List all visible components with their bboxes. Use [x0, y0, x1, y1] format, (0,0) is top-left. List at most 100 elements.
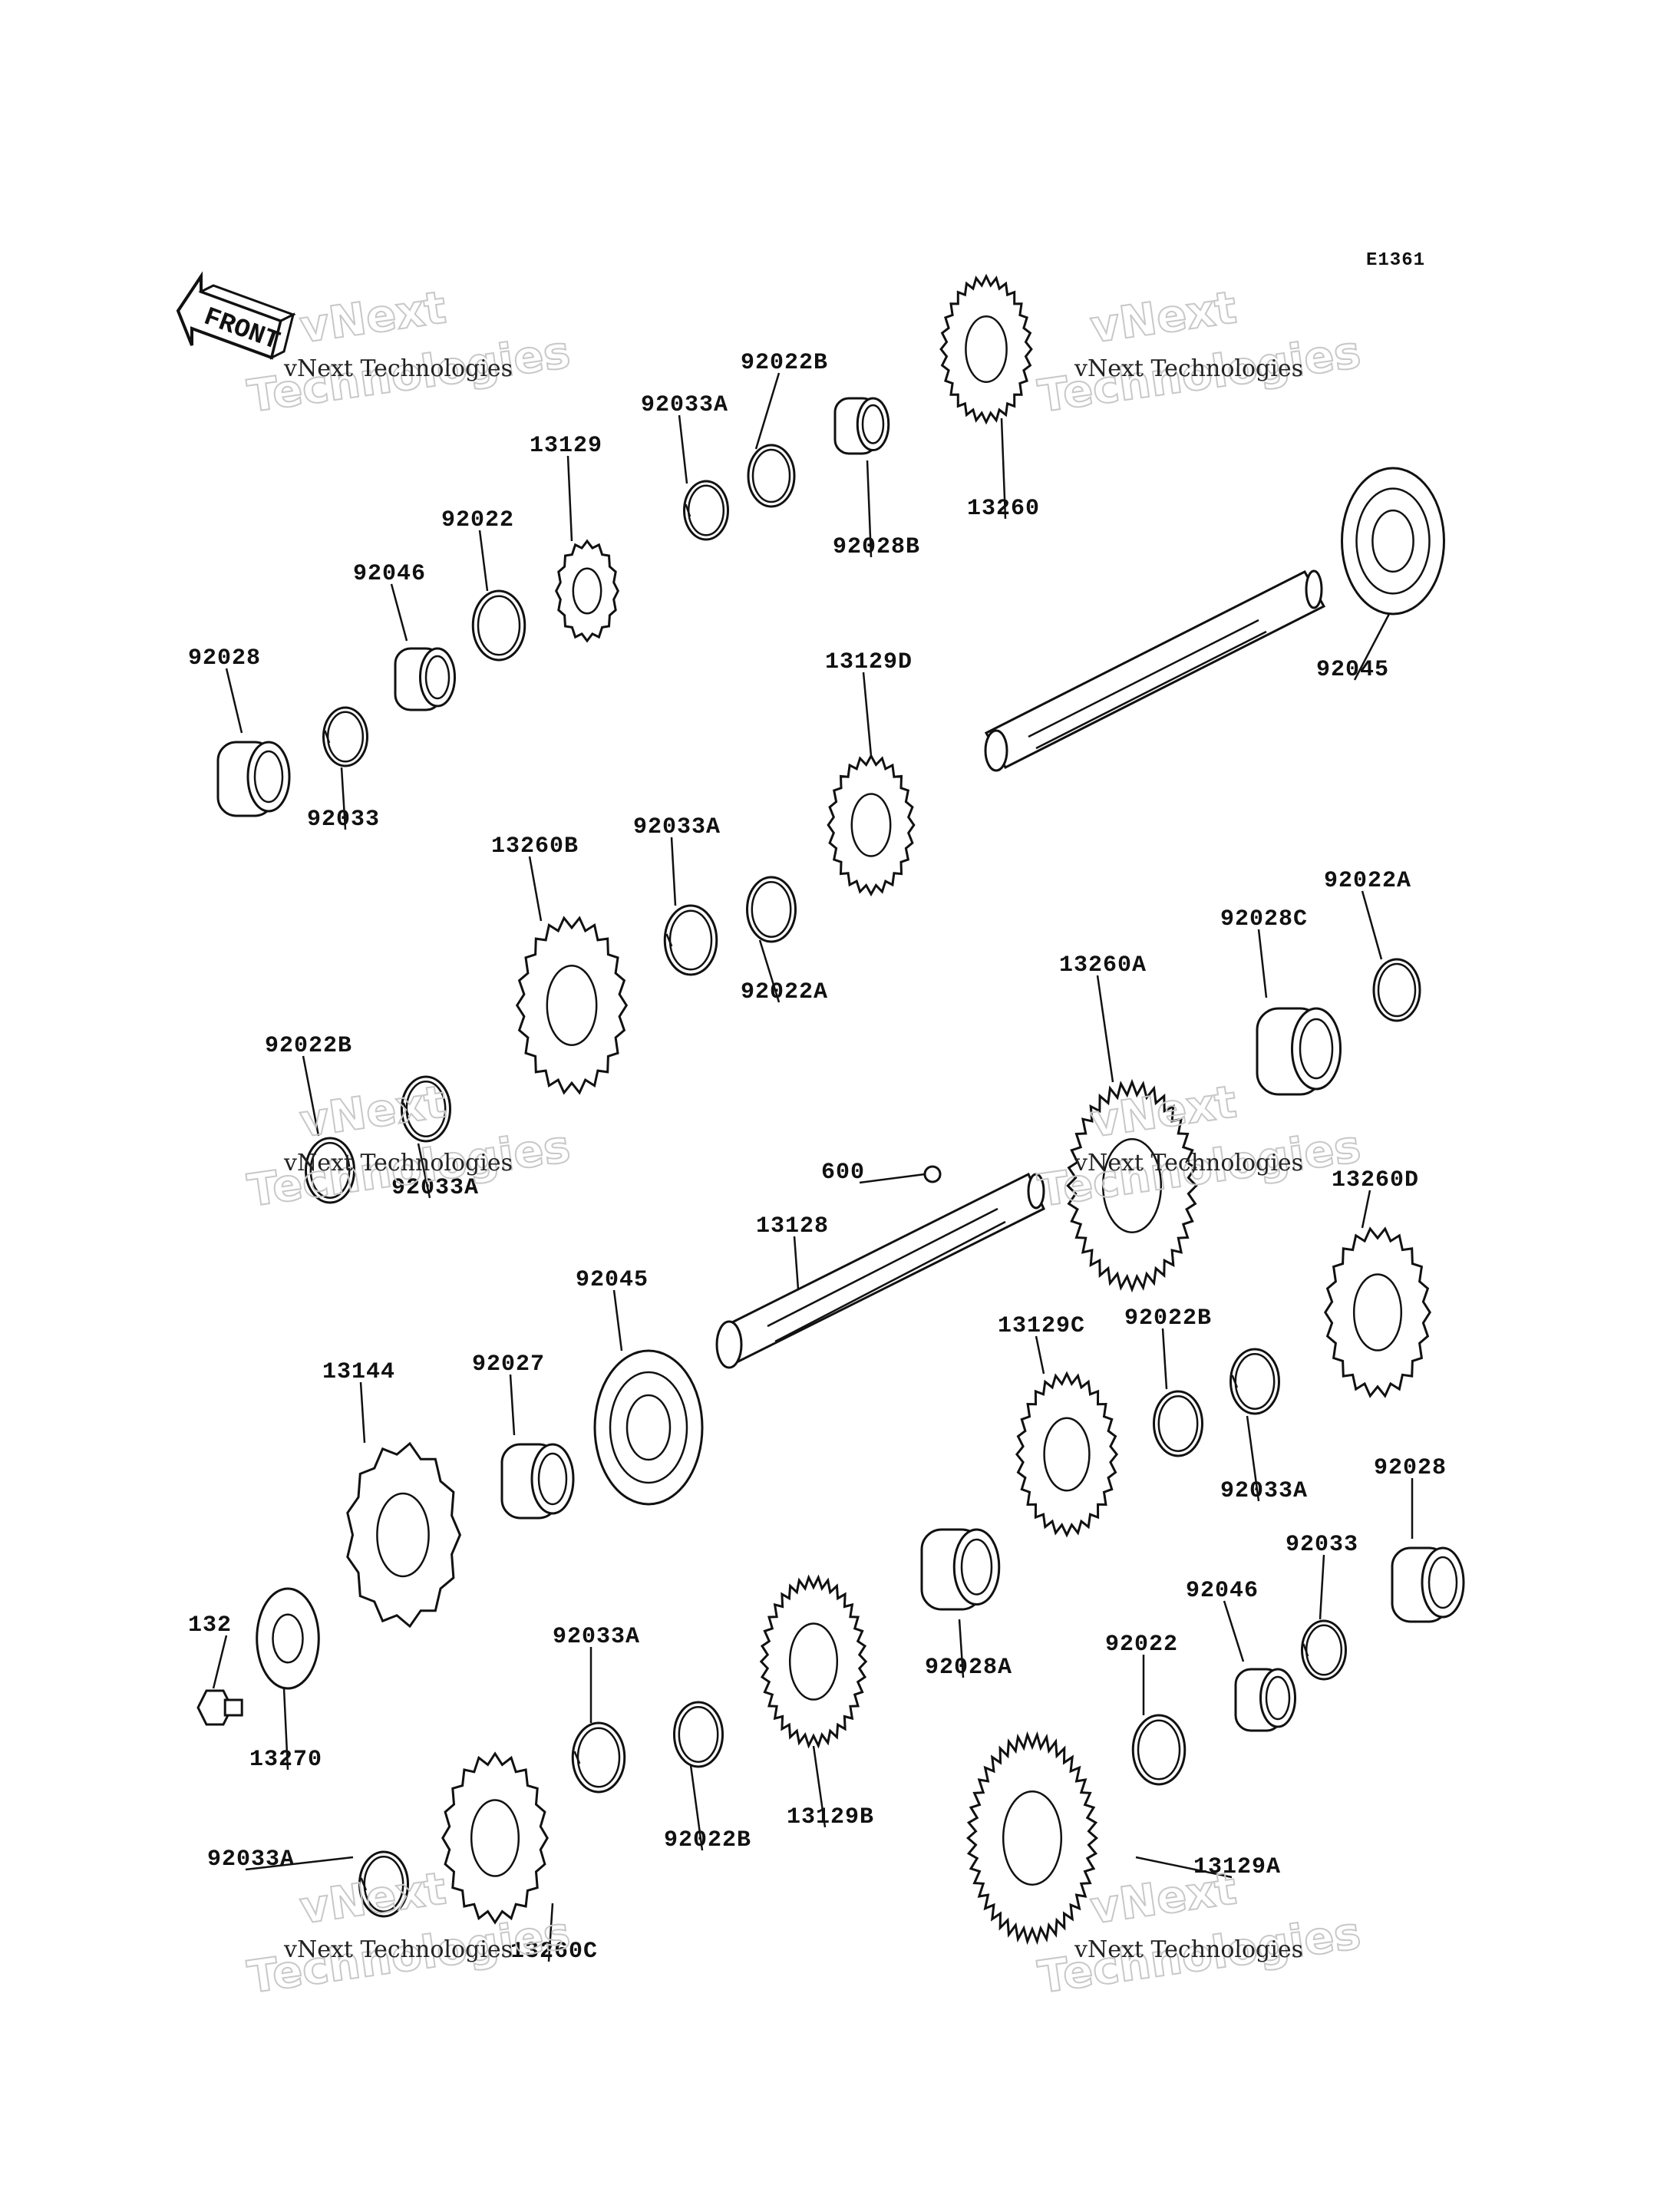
part-label-c4: 92033A: [391, 1175, 479, 1201]
gear-g3: [827, 753, 916, 897]
part-label-g3: 13129D: [825, 649, 913, 675]
svg-text:vNext Technologies: vNext Technologies: [283, 1936, 513, 1963]
svg-text:vNext Technologies: vNext Technologies: [1074, 1150, 1303, 1177]
parts-layer: [196, 273, 1465, 1946]
part-label-c6: 92033: [1286, 1532, 1358, 1558]
part-label-w6: 92022: [1105, 1632, 1178, 1658]
plate-pl1: [256, 1587, 320, 1690]
part-label-br2: 92045: [576, 1267, 649, 1293]
gear-g6: [1324, 1226, 1431, 1398]
ball-p1: [923, 1165, 942, 1183]
part-label-sp1: 13144: [322, 1359, 395, 1385]
circlip-c2: [322, 706, 368, 767]
collar-u2: [1256, 1007, 1342, 1096]
part-label-g5: 13260A: [1059, 952, 1147, 979]
ball-bearing-br1: [1341, 467, 1445, 616]
part-label-n1: 92046: [353, 561, 426, 587]
svg-text:vNext Technologies: vNext Technologies: [1074, 1936, 1303, 1963]
gear-g10: [441, 1751, 549, 1925]
part-label-g2: 13129: [530, 433, 602, 459]
part-label-u1: 92028: [188, 645, 261, 672]
part-label-c3: 92033A: [633, 814, 721, 840]
svg-text:vNext: vNext: [297, 281, 449, 353]
part-label-pl1: 13270: [249, 1747, 322, 1773]
bolt-bo1: [196, 1689, 243, 1726]
svg-text:vNext Technologies: vNext Technologies: [283, 1150, 513, 1177]
part-label-n2: 92046: [1186, 1578, 1259, 1604]
part-label-u2: 92028C: [1220, 906, 1308, 932]
part-label-g10: 13260C: [510, 1939, 598, 1965]
part-label-bo1: 132: [188, 1612, 232, 1639]
part-label-sh2: 13128: [756, 1213, 829, 1239]
part-label-w7: 92022B: [664, 1827, 751, 1853]
part-label-w3: 92022B: [265, 1033, 352, 1059]
part-label-w1: 92022: [441, 507, 514, 533]
svg-text:vNext: vNext: [1088, 1075, 1239, 1147]
sprocket-sp1: [346, 1441, 462, 1629]
part-label-b2: 92028A: [925, 1655, 1012, 1681]
part-label-s1: 92022B: [741, 350, 828, 376]
circlip-c4: [401, 1075, 451, 1143]
ball-bearing-br2: [593, 1349, 704, 1506]
part-label-c5: 92033A: [1220, 1478, 1308, 1504]
circlip-c6: [1301, 1619, 1347, 1681]
washer-w2: [746, 876, 797, 943]
leader-lines: [212, 372, 1414, 1962]
part-label-g6: 13260D: [1332, 1167, 1419, 1193]
svg-text:vNext: vNext: [1088, 1862, 1239, 1934]
circlip-c7: [571, 1721, 626, 1794]
washer-w4: [1372, 958, 1421, 1022]
needle-bearing-n1: [394, 647, 456, 711]
part-label-u4: 92027: [472, 1351, 545, 1378]
washer-w1: [471, 589, 526, 662]
bushing-b1: [833, 397, 890, 455]
part-label-p1: 600: [821, 1160, 865, 1186]
washer-w7: [673, 1701, 724, 1768]
part-label-w2: 92022A: [741, 979, 828, 1005]
part-label-b1: 92028B: [833, 534, 920, 560]
gear-g5: [1066, 1078, 1198, 1293]
part-label-c7: 92033A: [553, 1624, 640, 1650]
gear-g4: [515, 916, 629, 1095]
svg-text:vNext Technologies: vNext Technologies: [283, 355, 513, 382]
part-label-c2: 92033: [307, 807, 380, 833]
diagram-reference: E1361: [1366, 250, 1425, 271]
part-label-w4: 92022A: [1324, 868, 1411, 894]
gear-g7: [1015, 1371, 1119, 1538]
collar-u3: [1391, 1546, 1465, 1623]
washer-w3: [305, 1137, 355, 1204]
collar-u4: [500, 1443, 575, 1520]
part-label-g4: 13260B: [491, 833, 579, 860]
front-arrow-icon: FRONT: [176, 271, 296, 360]
circlip-c3: [663, 904, 718, 976]
mainshaft-13128: [715, 1172, 1045, 1369]
countershaft-13127: [984, 569, 1326, 772]
part-label-w5: 92022B: [1124, 1305, 1212, 1332]
part-label-br1: 92045: [1316, 657, 1389, 683]
part-label-c1: 92033A: [641, 392, 728, 418]
collar-u1: [216, 741, 291, 817]
circlip-c8: [358, 1850, 409, 1918]
part-label-g7: 13129C: [998, 1313, 1085, 1339]
needle-bearing-n2: [1234, 1668, 1296, 1732]
part-label-g9: 13129A: [1193, 1854, 1281, 1880]
part-label-g8: 13129B: [787, 1804, 874, 1830]
bushing-b2: [920, 1528, 1001, 1611]
part-label-c8: 92033A: [207, 1847, 295, 1873]
washer-s1: [747, 444, 796, 508]
washer-w5: [1153, 1390, 1203, 1457]
part-label-u3: 92028: [1374, 1455, 1447, 1481]
gear-g9: [966, 1731, 1098, 1946]
svg-text:vNext: vNext: [297, 1862, 449, 1934]
circlip-c1: [683, 480, 729, 541]
gear-g1: [939, 273, 1033, 425]
gear-g8: [759, 1574, 868, 1749]
part-labels: 1326092022B92033A92028B13129920229204692…: [188, 350, 1447, 1965]
svg-text:vNext Technologies: vNext Technologies: [1074, 355, 1303, 382]
gear-g2: [555, 539, 619, 643]
svg-text:vNext: vNext: [1088, 281, 1239, 353]
circlip-c5: [1229, 1348, 1280, 1415]
